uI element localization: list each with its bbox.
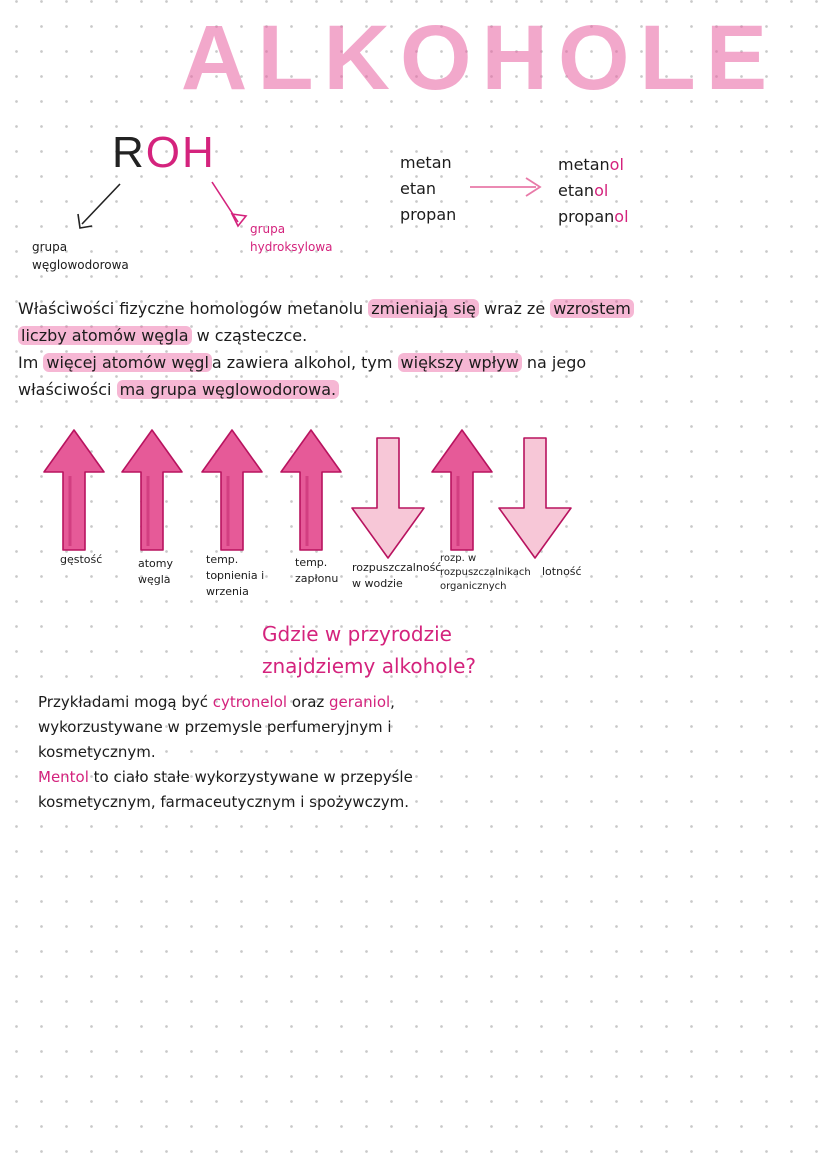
general-formula: ROH (112, 128, 216, 178)
property-label-density: gęstość (60, 553, 103, 566)
formula-arrows (77, 177, 542, 229)
formula-oh: OH (145, 128, 216, 177)
arrow-down-icon (351, 437, 425, 559)
property-label-water-solubility: rozpuszczalność w wodzie (352, 561, 442, 590)
arrow-up-icon (121, 429, 183, 551)
arrow-up-icon (201, 429, 263, 551)
formula-r: R (112, 128, 146, 177)
alkane-item: etan (400, 179, 437, 198)
page-title: ALKOHOLE (180, 7, 778, 109)
property-arrows (43, 429, 572, 559)
highlight: więcej atomów węgl (43, 353, 212, 372)
hydroxyl-arrow (211, 181, 248, 228)
property-label-volatility: lotność (542, 565, 582, 578)
section-question: Gdzie w przyrodzie znajdziemy alkohole? (262, 622, 477, 678)
hydrocarbon-group-label: grupa węglowodorowa (32, 240, 129, 272)
examples-paragraph: Przykładami mogą być cytronelol oraz ger… (38, 693, 413, 811)
highlight: ma grupa węglowodorowa. (116, 380, 340, 399)
highlight: zmieniają się (368, 299, 479, 318)
alkane-list: metan etan propan (400, 150, 456, 228)
property-label-melting-boiling: temp. topnienia i wrzenia (206, 553, 265, 598)
alcohol-list: metanol etanol propanol (558, 152, 629, 230)
property-label-organic-solubility: rozp. w rozpuszczalnikach organicznych (440, 553, 531, 592)
example-menthol: Mentol (38, 768, 89, 786)
arrow-up-icon (431, 429, 493, 551)
properties-paragraph: Właściwości fizyczne homologów metanolu … (18, 295, 658, 403)
conversion-arrow (470, 177, 542, 197)
paragraph-sentence-1: Właściwości fizyczne homologów metanolu … (18, 295, 658, 349)
arrow-up-icon (280, 429, 342, 551)
alcohol-item: propanol (558, 207, 629, 226)
alkane-item: metan (400, 153, 452, 172)
example-citronellol: cytronelol (212, 693, 288, 711)
property-label-flash-point: temp. zapłonu (295, 556, 339, 585)
alcohol-item: etanol (558, 181, 609, 200)
hydrocarbon-arrow (77, 183, 121, 229)
property-label-carbon-atoms: atomy węgla (138, 557, 174, 586)
alcohol-item: metanol (558, 155, 624, 174)
example-geraniol: geraniol (329, 693, 391, 711)
arrow-up-icon (43, 429, 105, 551)
highlight: większy wpływ (397, 353, 522, 372)
hydroxyl-group-label: grupa hydroksylowa (250, 222, 333, 254)
alkane-item: propan (400, 205, 457, 224)
arrow-down-icon (498, 437, 572, 559)
